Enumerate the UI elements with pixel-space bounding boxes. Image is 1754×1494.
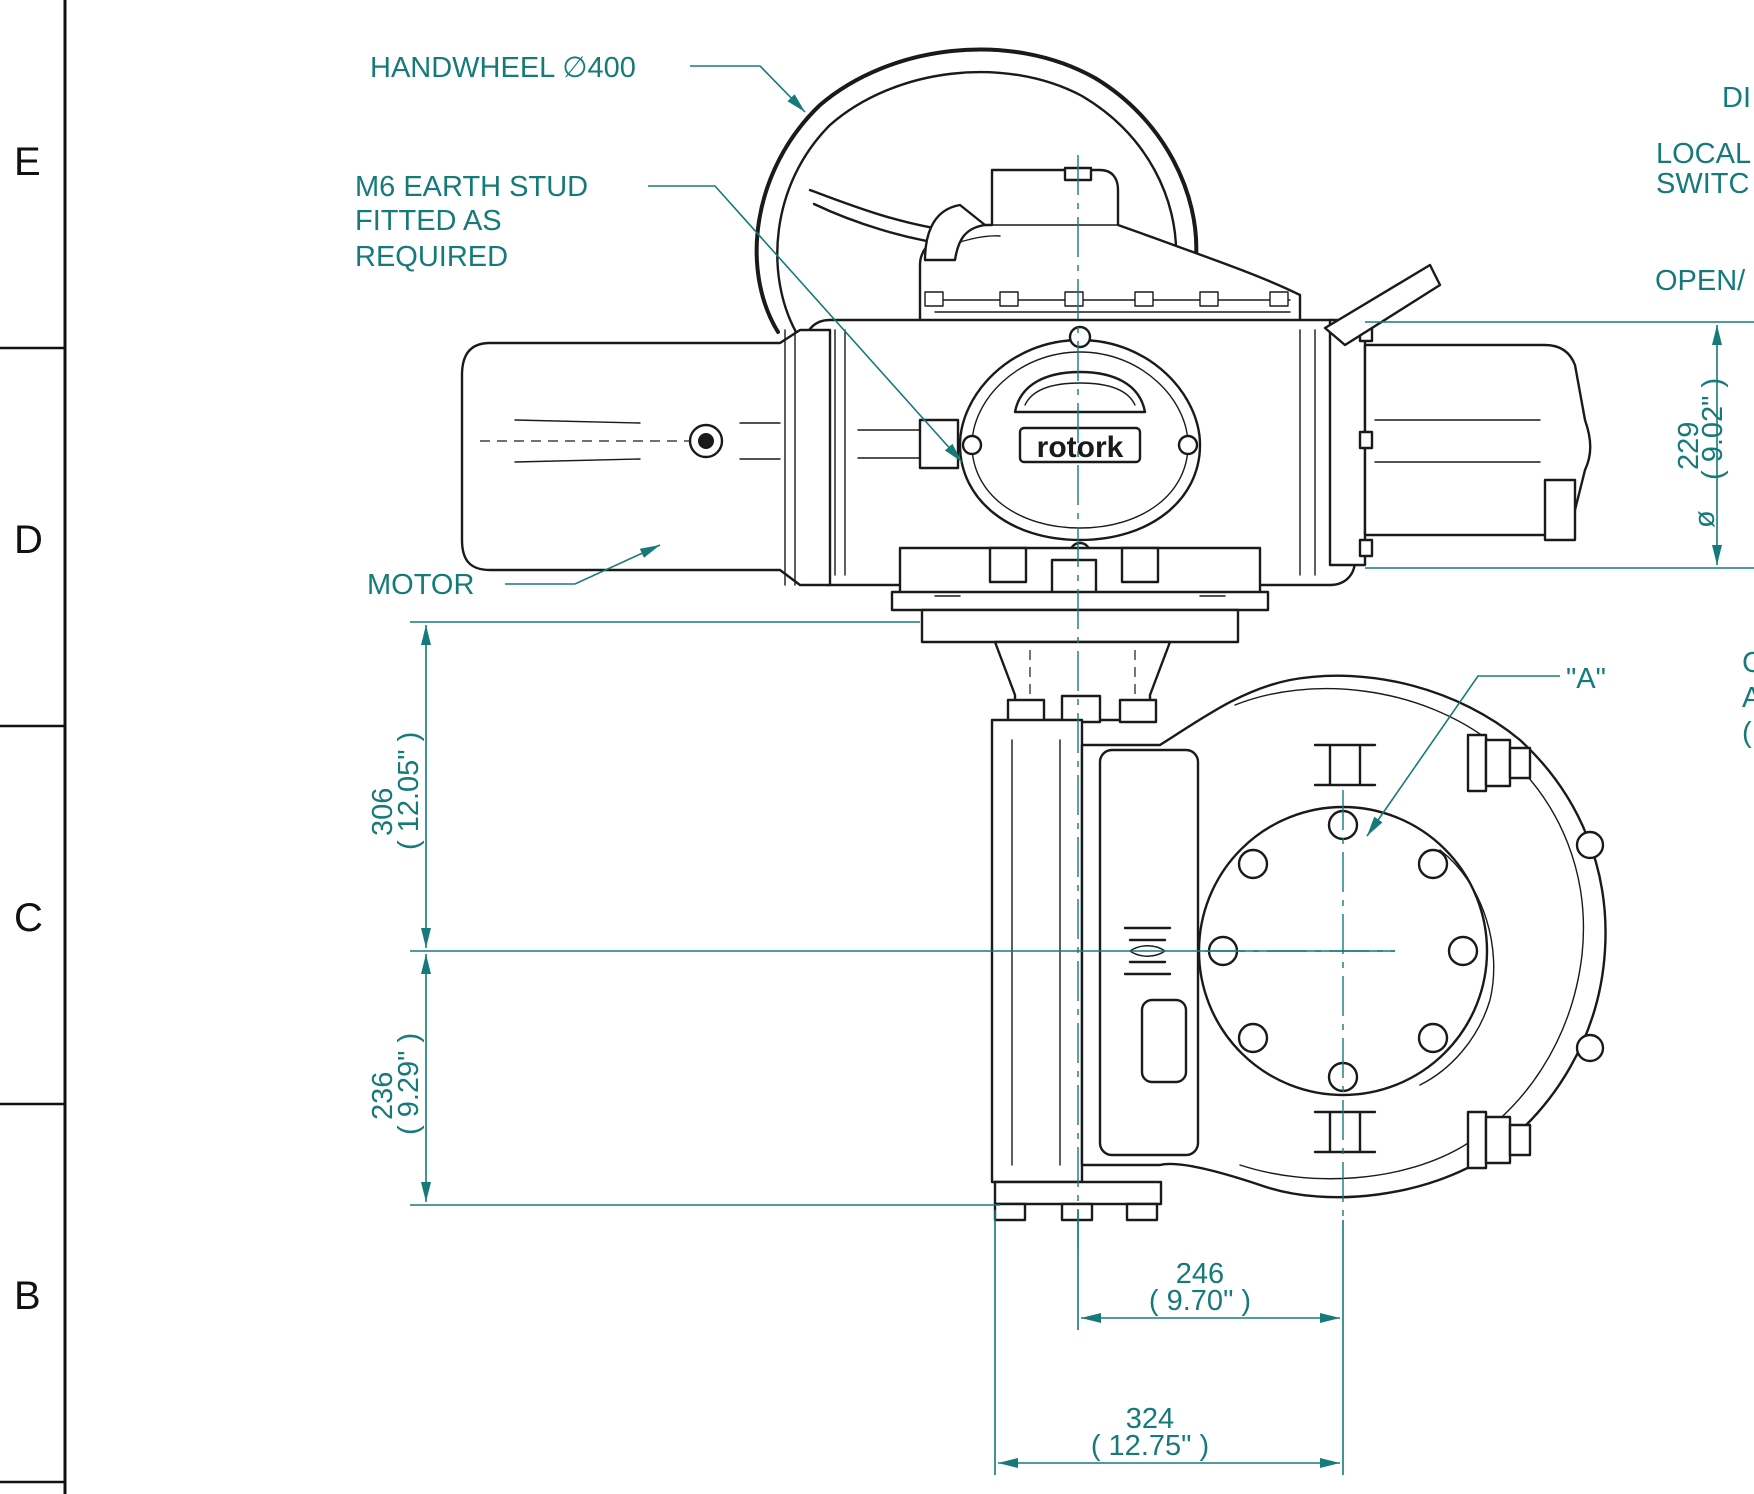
position-marks: [1123, 743, 1377, 1154]
dim-229-in: ( 9.02" ): [1697, 378, 1729, 480]
motor-label: MOTOR: [367, 569, 474, 601]
dim-306-in: ( 12.05" ): [393, 732, 425, 850]
dim-236-in: ( 9.29" ): [393, 1033, 425, 1135]
dim-236-mm: 236: [367, 1072, 399, 1120]
dimension-229: 229 ( 9.02" ) ø: [1365, 321, 1754, 569]
stop-bolts: [1466, 733, 1605, 1170]
dimension-246: 246 ( 9.70" ): [1077, 1210, 1344, 1475]
cover-bolt-icon: [1068, 325, 1092, 349]
zone-label-c: C: [14, 896, 43, 940]
dimension-324: 324 ( 12.75" ): [994, 1210, 1340, 1475]
local-label-partial-line2: SWITC: [1656, 168, 1749, 200]
callout-earth-stud: M6 EARTH STUD FITTED AS REQUIRED: [355, 171, 963, 463]
cover-bolt-icon: [1177, 434, 1199, 456]
dim-306-mm: 306: [367, 788, 399, 836]
display-label-partial: DI: [1722, 82, 1751, 114]
cover-bolt-icon: [961, 434, 983, 456]
adaptor-neck: [993, 640, 1172, 724]
drawing-frame: E D C B: [0, 0, 67, 1494]
dim-324-in: ( 12.75" ): [1091, 1430, 1209, 1462]
dim-246-mm: 246: [1176, 1258, 1224, 1290]
top-bolt-tabs: [924, 291, 1289, 307]
earth-stud-label-line2: FITTED AS: [355, 205, 502, 237]
zone-label-e: E: [14, 140, 41, 184]
dim-324-mm: 324: [1126, 1403, 1174, 1435]
callout-handwheel: HANDWHEEL ∅400: [370, 52, 806, 113]
motor: [460, 328, 832, 587]
control-cover: rotork: [958, 325, 1202, 565]
top-housing: [918, 166, 1302, 324]
earth-stud-label-line3: REQUIRED: [355, 241, 508, 273]
zone-label-b: B: [14, 1274, 41, 1318]
right-housing: [1323, 263, 1592, 567]
callout-motor: MOTOR: [367, 544, 661, 601]
right-label-partial-line3: (: [1742, 717, 1752, 749]
dim-229-dia: ø: [1689, 510, 1721, 528]
partial-callouts-right: DI LOCAL SWITC OPEN/ C A (: [1655, 82, 1754, 749]
dimension-306: 306 ( 12.05" ): [367, 621, 1395, 952]
local-label-partial-line1: LOCAL: [1656, 138, 1751, 170]
dim-246-in: ( 9.70" ): [1149, 1285, 1251, 1317]
earth-stud-label-line1: M6 EARTH STUD: [355, 171, 588, 203]
right-label-partial-line1: C: [1742, 647, 1754, 679]
view-a-label: "A": [1566, 663, 1606, 695]
base-flange: [890, 546, 1270, 644]
dim-229-mm: 229: [1673, 422, 1705, 470]
selector-lever: [1323, 263, 1442, 347]
right-label-partial-line2: A: [1742, 682, 1754, 714]
handwheel-label: HANDWHEEL ∅400: [370, 52, 636, 84]
open-label-partial: OPEN/: [1655, 265, 1746, 297]
callout-view-a: "A": [1366, 663, 1606, 837]
dimension-236: 236 ( 9.29" ): [367, 954, 1000, 1206]
zone-label-d: D: [14, 518, 43, 562]
rotork-logo: rotork: [1037, 431, 1124, 464]
